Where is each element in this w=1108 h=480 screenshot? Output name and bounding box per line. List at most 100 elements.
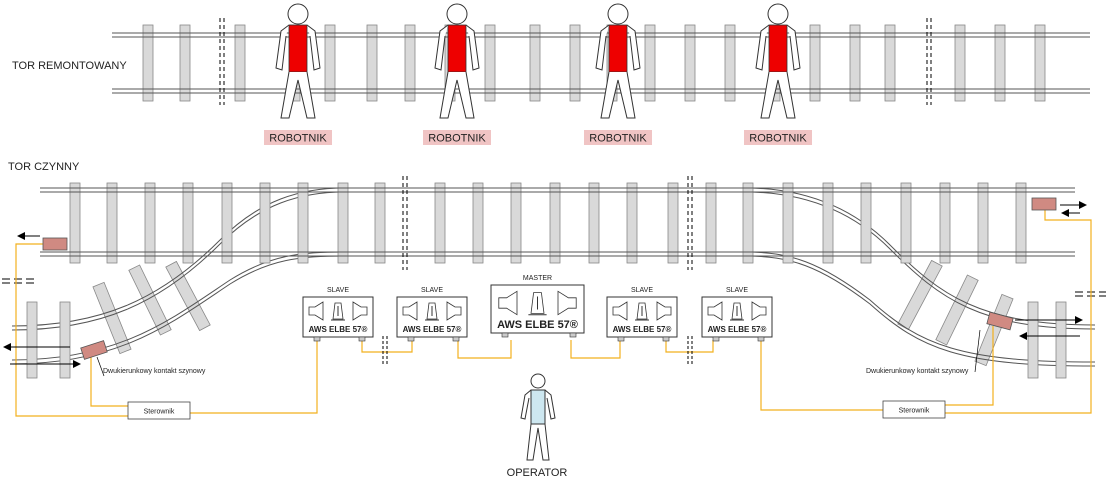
active-track-rails [40,187,1075,257]
right-side-track [1027,301,1067,379]
operator-figure [520,373,556,461]
sleeper [809,24,821,102]
worker-label-bg [423,130,491,145]
device-port [712,336,720,342]
device-port [757,336,765,342]
wire-break-marks [382,336,693,366]
sleeper [510,182,522,264]
sleeper [626,182,638,264]
controller-right-label: Sterownik [899,408,930,415]
sleeper [569,24,581,102]
sleeper [234,24,246,102]
horn-icon [707,301,723,321]
device-port [452,336,460,342]
slave-device: SLAVE AWS ELBE 57® [701,287,773,342]
sleeper [144,182,156,264]
device-model-label: AWS ELBE 57® [403,325,462,334]
sleeper [324,24,336,102]
worker-label-bg [744,130,812,145]
sleeper [782,182,794,264]
sleeper [472,182,484,264]
device-model-label: AWS ELBE 57® [497,319,578,331]
sleeper [259,182,271,264]
worker-label: ROBOTNIK [749,133,807,145]
controller-left-label: Sterownik [144,409,175,416]
sleeper [434,182,446,264]
sleeper [142,24,154,102]
contact-left-label: Dwukierunkowy kontakt szynowy [103,368,206,375]
sleeper [128,264,172,336]
sleeper [954,24,966,102]
rail-contact-right [974,311,1083,373]
device-role-label: SLAVE [631,287,653,294]
track-break-marks [219,18,932,105]
sleeper [549,182,561,264]
sleeper [742,182,754,264]
rail-contact-left-top [17,232,68,251]
right-curve-track [744,187,1096,367]
track-break-marks-mid [402,176,693,270]
controller-right: Sterownik [882,400,946,419]
worker-figure: ROBOTNIK [423,3,491,145]
sleeper [92,281,132,355]
device-model-label: AWS ELBE 57® [708,325,767,334]
contact-right-label: Dwukierunkowy kontakt szynowy [866,368,969,375]
worker-label-bg [584,130,652,145]
sleeper [588,182,600,264]
sleeper [935,274,979,346]
sleeper [849,24,861,102]
sleeper [1034,24,1046,102]
worker-figure: ROBOTNIK [584,3,652,145]
worker-label: ROBOTNIK [589,133,647,145]
control-wiring [15,210,1092,417]
horn-icon [751,301,767,321]
rail-contact-left [3,340,108,377]
active-track [11,176,1096,379]
sleeper [106,182,118,264]
horn-icon [557,290,577,316]
sleeper [974,293,1014,367]
sleeper [529,24,541,102]
horn-icon [656,301,672,321]
sleeper [724,24,736,102]
sleeper [165,260,211,332]
sleeper [179,24,191,102]
horn-icon [498,290,518,316]
worker-label: ROBOTNIK [428,133,486,145]
worker-figure: ROBOTNIK [744,3,812,145]
worker-label: ROBOTNIK [269,133,327,145]
sleeper [366,24,378,102]
continuation-marks [2,278,1106,297]
sleeper [667,182,679,264]
operator-label: OPERATOR [507,467,568,479]
active-track-label: TOR CZYNNY [8,161,80,173]
sleeper [884,24,896,102]
sleeper [1015,182,1027,264]
sleeper [182,182,194,264]
sleeper [484,24,496,102]
sleeper [705,182,717,264]
sleeper [221,182,233,264]
repair-track-label: TOR REMONTOWANY [12,60,127,72]
device-port [358,336,366,342]
device-role-label: SLAVE [421,287,443,294]
worker-figure: ROBOTNIK [264,3,332,145]
horn-icon [446,301,462,321]
device-role-label: SLAVE [726,287,748,294]
sleeper [337,182,349,264]
sleeper [69,182,81,264]
worker-label-bg [264,130,332,145]
sleeper [994,24,1006,102]
rail-contact-right-top [1031,197,1087,217]
device-port [501,332,509,338]
device-port [313,336,321,342]
sleeper [939,182,951,264]
left-side-track [26,301,71,379]
workers: ROBOTNIK ROBOTNIK ROBOTNIK ROBOTNIK [264,3,812,145]
sleeper [644,24,656,102]
